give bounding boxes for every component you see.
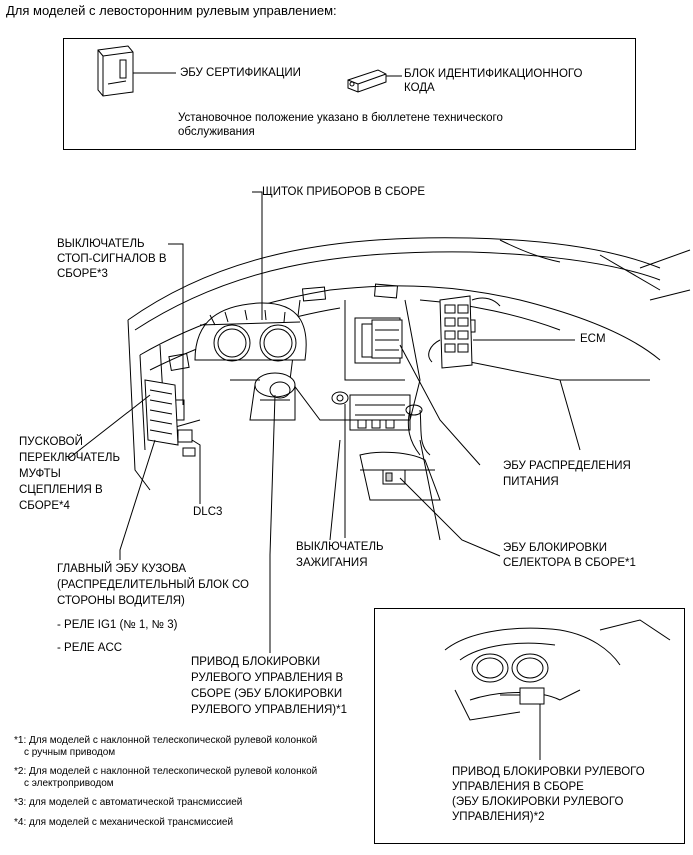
label-clutch-l2: ПЕРЕКЛЮЧАТЕЛЬ bbox=[19, 452, 120, 464]
label-steer-lock2-l4: УПРАВЛЕНИЯ)*2 bbox=[452, 811, 545, 823]
windshield-edge bbox=[127, 237, 661, 321]
label-dlc3: DLC3 bbox=[193, 506, 223, 518]
console-sides bbox=[329, 439, 441, 541]
footnote-3: *3: для моделей с автоматической трансми… bbox=[14, 797, 243, 808]
main-body-ecu-shape bbox=[144, 379, 179, 446]
label-ecm: ECM bbox=[580, 333, 606, 345]
label-combination-meter: ЩИТОК ПРИБОРОВ В СБОРЕ bbox=[262, 186, 426, 198]
leader-shift-lock bbox=[399, 477, 501, 557]
label-stop-switch-l3: СБОРЕ*3 bbox=[57, 268, 108, 280]
label-steer-lock2-l3: (ЭБУ БЛОКИРОВКИ РУЛЕВОГО bbox=[452, 796, 624, 808]
label-steer-lock2-l1: ПРИВОД БЛОКИРОВКИ РУЛЕВОГО bbox=[452, 766, 645, 778]
steering-column bbox=[230, 372, 296, 421]
label-shift-lock-l1: ЭБУ БЛОКИРОВКИ bbox=[503, 542, 608, 554]
label-power-dist-l1: ЭБУ РАСПРЕДЕЛЕНИЯ bbox=[503, 460, 631, 472]
label-ecu-certification: ЭБУ СЕРТИФИКАЦИИ bbox=[180, 67, 301, 79]
leader-steer-lock1 bbox=[269, 394, 276, 653]
label-steer-lock1-l2: РУЛЕВОГО УПРАВЛЕНИЯ В bbox=[191, 672, 344, 684]
label-steer-lock2-l2: УПРАВЛЕНИЯ В СБОРЕ bbox=[452, 781, 584, 793]
label-ignition-l2: ЗАЖИГАНИЯ bbox=[296, 557, 368, 569]
label-id-box-line1: БЛОК ИДЕНТИФИКАЦИОННОГО bbox=[404, 68, 583, 80]
leader-combination-meter bbox=[252, 191, 263, 320]
ecu-certification-icon bbox=[97, 45, 134, 97]
label-clutch-l3: МУФТЫ bbox=[19, 468, 61, 480]
instrument-cluster bbox=[194, 302, 307, 362]
leader-stop-switch bbox=[168, 243, 184, 405]
footnote-2-l2: с электроприводом bbox=[24, 778, 114, 789]
inset-box bbox=[374, 608, 685, 844]
label-clutch-l1: ПУСКОВОЙ bbox=[19, 436, 83, 448]
label-ignition-l1: ВЫКЛЮЧАТЕЛЬ bbox=[296, 541, 384, 553]
shift-lock-ecu-shape bbox=[382, 469, 406, 485]
ecm-shape bbox=[428, 295, 501, 369]
label-clutch-l4: СЦЕПЛЕНИЯ В bbox=[19, 484, 103, 496]
inset-steer-lock-shape bbox=[519, 687, 545, 705]
install-note-line2: обслуживания bbox=[178, 126, 255, 138]
leader-clutch-switch bbox=[67, 394, 151, 460]
label-stop-switch-l1: ВЫКЛЮЧАТЕЛЬ bbox=[57, 238, 145, 250]
label-clutch-l5: СБОРЕ*4 bbox=[19, 500, 70, 512]
id-box-icon bbox=[347, 69, 387, 93]
legend-box bbox=[63, 38, 636, 150]
leader-main-body bbox=[119, 439, 156, 560]
ignition-switch-shape bbox=[331, 391, 349, 405]
label-shift-lock-l2: СЕЛЕКТОРА В СБОРЕ*1 bbox=[503, 557, 636, 569]
dlc3-shape bbox=[182, 447, 196, 457]
footnote-4: *4: для моделей с механической трансмисс… bbox=[14, 817, 234, 828]
label-steer-lock1-l4: РУЛЕВОГО УПРАВЛЕНИЯ)*1 bbox=[191, 704, 347, 716]
footnote-2-l1: *2: Для моделей с наклонной телескопичес… bbox=[14, 766, 318, 777]
left-vent bbox=[168, 352, 190, 372]
label-power-dist-l2: ПИТАНИЯ bbox=[503, 476, 559, 488]
page-heading: Для моделей с левосторонним рулевым упра… bbox=[6, 3, 337, 18]
label-relay-acc: - РЕЛЕ ACC bbox=[57, 642, 123, 654]
power-distribution-ecu-shape bbox=[371, 319, 403, 359]
label-main-body-l3: СТОРОНЫ ВОДИТЕЛЯ) bbox=[57, 595, 185, 607]
footnote-1-l2: с ручным приводом bbox=[24, 747, 116, 758]
install-note-line1: Установочное положение указано в бюллете… bbox=[178, 112, 503, 124]
gear-shifter bbox=[407, 409, 421, 456]
label-id-box-line2: КОДА bbox=[404, 82, 435, 94]
label-relay-ig1: - РЕЛЕ IG1 (№ 1, № 3) bbox=[57, 619, 178, 631]
left-panel bbox=[127, 319, 151, 491]
leader-dlc3 bbox=[191, 439, 201, 504]
label-main-body-l1: ГЛАВНЫЙ ЭБУ КУЗОВА bbox=[57, 563, 187, 575]
label-steer-lock1-l1: ПРИВОД БЛОКИРОВКИ bbox=[191, 656, 321, 668]
label-steer-lock1-l3: СБОРЕ (ЭБУ БЛОКИРОВКИ bbox=[191, 688, 343, 700]
leader-power-dist bbox=[399, 344, 481, 466]
label-stop-switch-l2: СТОП-СИГНАЛОВ В bbox=[57, 253, 167, 265]
label-main-body-l2: (РАСПРЕДЕЛИТЕЛЬНЫЙ БЛОК СО bbox=[57, 579, 249, 591]
footnote-1-l1: *1: Для моделей с наклонной телескопичес… bbox=[14, 735, 318, 746]
